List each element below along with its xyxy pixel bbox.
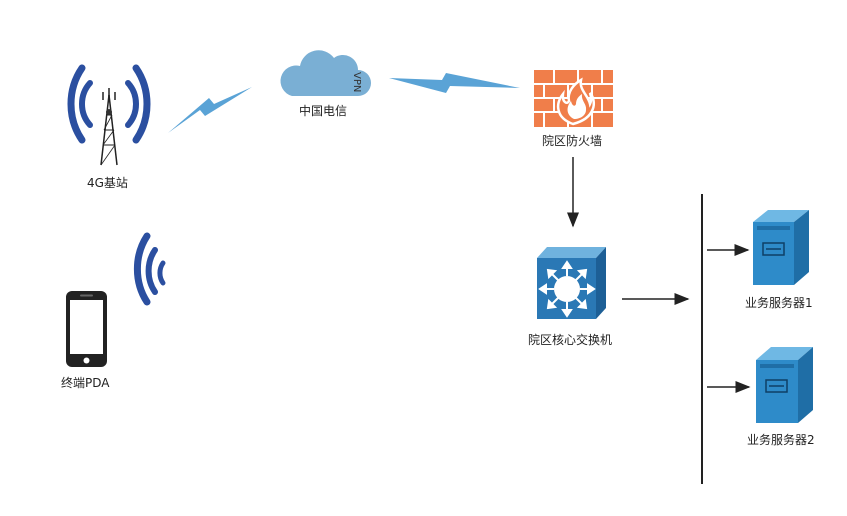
server2-label: 业务服务器2 (747, 433, 815, 447)
pda-signal-icon (133, 232, 166, 306)
server-icon (753, 210, 809, 285)
wireless-link-icon (168, 87, 252, 133)
vpn-link-icon (389, 73, 520, 93)
firewall-icon (534, 70, 613, 127)
antenna-tower-icon (67, 64, 151, 166)
switch-icon (537, 247, 606, 319)
pda-label: 终端PDA (61, 376, 110, 390)
cloud-icon (280, 50, 371, 96)
server-icon (756, 347, 813, 423)
telecom-label: 中国电信 (299, 104, 348, 118)
smartphone-icon (66, 291, 107, 367)
firewall-label: 院区防火墙 (542, 134, 603, 148)
core-switch-label: 院区核心交换机 (528, 333, 613, 347)
base-station-label: 4G基站 (87, 176, 128, 190)
vpn-label: VPN (351, 72, 362, 93)
server1-label: 业务服务器1 (745, 296, 813, 310)
